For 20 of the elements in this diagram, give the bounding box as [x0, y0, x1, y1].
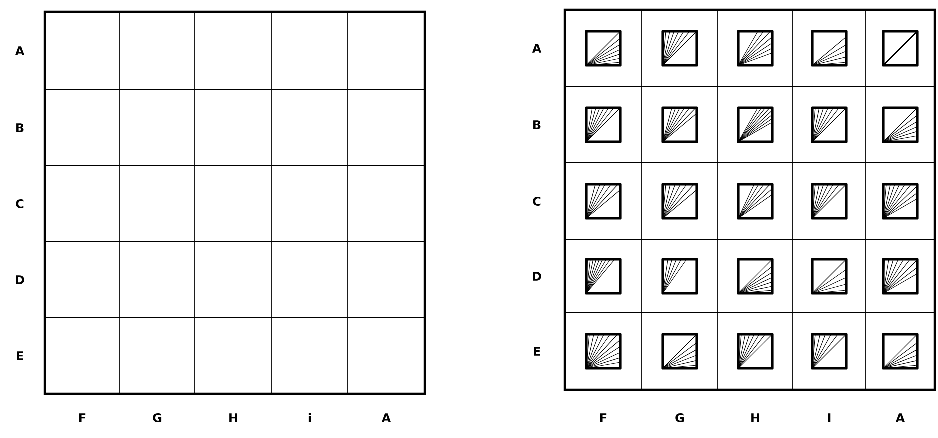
row-label: B	[16, 124, 24, 132]
column-label: G	[676, 413, 684, 423]
column-label: H	[230, 414, 238, 422]
row-label: E	[534, 347, 540, 356]
column-label: A	[382, 414, 392, 422]
column-label: F	[600, 414, 607, 422]
row-label: C	[16, 199, 24, 209]
row-label: C	[533, 196, 541, 206]
column-label: I	[828, 414, 831, 422]
column-label: A	[896, 414, 906, 422]
row-label: B	[534, 120, 541, 130]
column-label: G	[153, 413, 162, 423]
column-label: F	[80, 414, 86, 422]
column-label: i	[308, 413, 312, 423]
column-label: H	[752, 414, 760, 422]
row-label: D	[16, 276, 24, 284]
row-label: D	[533, 272, 542, 281]
row-label: A	[532, 44, 542, 53]
row-label: A	[15, 46, 25, 56]
row-label: E	[17, 352, 24, 360]
